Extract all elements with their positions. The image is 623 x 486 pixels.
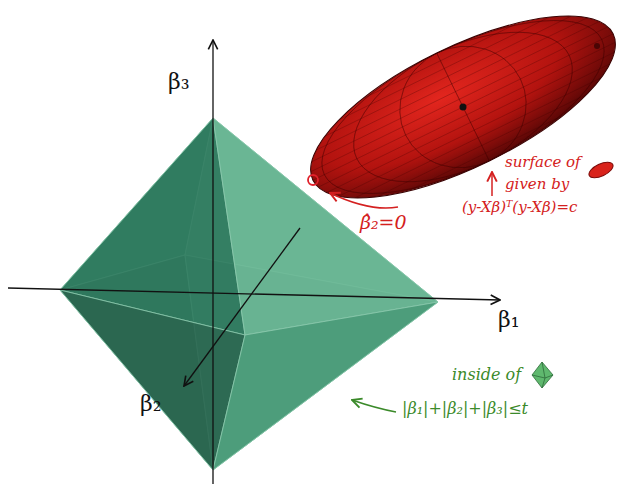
grid-line [355,78,601,198]
octahedron-icon [532,362,553,388]
annotation: given by [505,176,569,193]
grid-line [327,52,615,192]
grid-line [325,16,571,136]
grid-line [363,23,518,98]
far-dot [594,43,600,49]
ellipsoid-icon [587,159,616,181]
formula: |β₁|+|β₂|+|β₃|≤t [402,400,528,418]
axis-label: β₃ [168,70,190,94]
grid-line [312,21,600,161]
grid-line [377,94,587,196]
grid-line [316,18,587,150]
grid-line [318,42,615,187]
axis-label: β₁ [498,308,520,332]
center-dot [460,104,467,111]
grid-line [311,27,608,172]
grid-line [339,17,549,119]
annotation: β̂₂=0 [360,212,407,233]
tangent-point [308,175,318,185]
grid-line [298,0,623,229]
grid-line [339,64,610,196]
leader-arrow [491,172,493,196]
leader-arrow [330,193,398,208]
ellipsoid [287,0,623,234]
axis-label: β₂ [140,392,162,416]
formula: (y-Xβ)ᵀ(y-Xβ)=c [462,199,577,216]
annotation: inside of [452,366,521,384]
annotation: surface of [505,154,581,171]
leader-arrow [352,400,396,412]
grid-line [298,0,623,229]
grid-line [313,34,613,180]
